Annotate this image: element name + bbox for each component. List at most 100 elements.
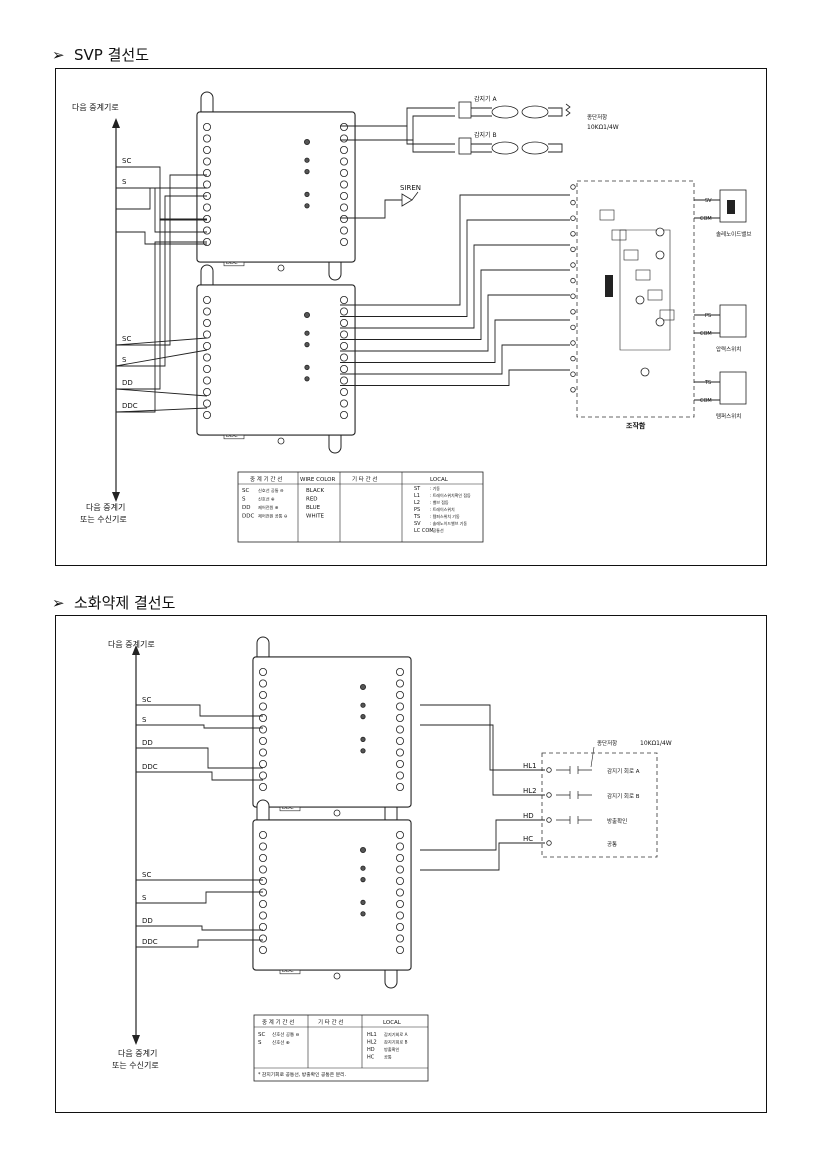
detector-wire [340,139,455,153]
legend-local-desc: 공통 [384,1055,392,1060]
pressure-switch-label: 압력스위치 [716,345,741,353]
legend-local-desc: : 공통선 [430,527,444,533]
terminal-screw [339,353,348,362]
module-body [252,819,412,971]
mounting-ear [328,435,342,454]
mounting-screw [277,437,285,445]
wire-nut-icon [521,105,549,119]
legend-local-code: HD [367,1047,375,1053]
legend-local-code: HC [367,1055,375,1061]
resistor-leader [590,746,595,768]
pressure-switch-term: COM [700,331,712,337]
line-label-top: S [142,716,147,724]
legend-note: * 감지기회로 공통선, 방출확인 공통은 분리. [258,1071,346,1078]
next-relay-label: 다음 중계기로 [108,639,155,649]
left-terminal-label: DDC [226,433,238,439]
indicator-led [359,847,366,854]
wire-top [136,704,263,717]
indicator-led [360,899,366,906]
resistor-icon [565,103,571,117]
indicator-led [304,169,310,175]
terminal-screw [339,168,348,177]
legend-local-code: SV [414,521,421,527]
svp-heading: ➢SVP 결선도 [52,44,149,65]
svp-diagram-frame [55,68,767,566]
legend-wire-color: WHITE [306,514,325,520]
mounting-screw [277,264,285,272]
legend-header: LOCAL [430,477,449,483]
line-label-bottom: DDC [122,402,138,410]
panel-terminal [570,371,576,377]
panel-wire [340,369,570,386]
terminal-screw [339,376,348,385]
legend-local-desc: : 템퍼스위치 기동 [430,513,460,519]
legend-code: SC [242,488,249,494]
line-label-bottom: S [122,356,127,364]
terminal-screw [258,737,267,746]
push-button-icon [605,275,613,297]
wire-ddc [116,231,207,245]
legend-header: WIRE COLOR [300,477,335,483]
legend-local-desc: 감지기회로 A [384,1031,408,1038]
terminal-screw [202,410,211,419]
agent-legend-table [253,1014,429,1082]
legend-header: 중 계 기 간 선 [262,1018,294,1026]
indicator-led [304,157,310,163]
mounting-screw [333,809,341,817]
line-label-bottom: S [142,894,147,902]
panel-relay-contact [635,269,651,281]
solenoid-valve-label: 솔레노이드밸브 [716,230,751,238]
terminal-screw [258,668,267,677]
panel-terminal [570,293,576,299]
indicator-led [360,748,366,754]
legend-code: S [242,497,246,503]
lamp-icon [635,295,645,305]
indicator-led [360,736,366,743]
wire-bottom [136,939,263,948]
terminal-screw [339,180,348,189]
legend-local-code: HL1 [367,1032,377,1038]
tamper-switch-label: 템퍼스위치 [716,412,741,420]
terminal-screw [339,191,348,200]
svp-legend-table [237,471,484,543]
terminal-screw [258,679,267,688]
legend-local-desc: : 트레이스위치 [430,506,455,512]
panel-terminal [570,340,576,346]
indicator-led [303,311,310,318]
left-terminal-label: DDC [226,260,238,266]
detector-a-label: 감지기 A [474,95,497,103]
panel-relay-contact [647,289,663,301]
terminal-screw [258,783,267,792]
next-relay-label: 다음 중계기 [118,1048,157,1058]
next-relay-or-receiver-label: 또는 수신기로 [112,1061,159,1070]
end-resistor-label: 종단저항 [597,739,617,747]
terminal-screw [395,748,404,757]
mounting-ear [200,264,214,285]
indicator-led [360,702,366,708]
terminal-screw [395,668,404,677]
lamp-icon [655,227,665,237]
terminal-screw [202,387,211,396]
terminal-screw [258,842,267,851]
terminal-screw [339,145,348,154]
indicator-led [304,203,310,209]
panel-terminal [570,231,576,237]
legend-local-code: PS [414,507,420,513]
terminal-screw [395,783,404,792]
mounting-ear [256,636,270,657]
terminal-screw [258,923,267,932]
terminal-screw [202,318,211,327]
terminal-screw [202,123,211,132]
terminal-screw [395,865,404,874]
wire-trunk-riser [116,195,207,367]
terminal-screw [395,771,404,780]
legend-local-code: L2 [414,500,420,506]
legend-desc: 신호선 공통 ⊖ [258,487,283,493]
mounting-ear [384,970,398,989]
legend-wire-color: BLUE [306,505,321,511]
terminal-screw [202,376,211,385]
panel-terminal [570,387,576,393]
detector-b-box [458,137,472,155]
terminal-screw [395,934,404,943]
